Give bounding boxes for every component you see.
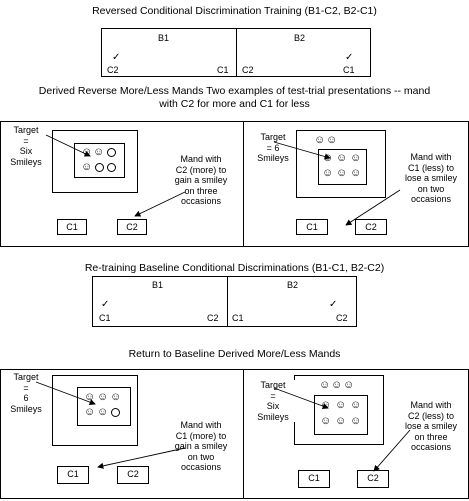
empty-slot-icon	[95, 163, 104, 172]
s4-left-c2-button[interactable]: C2	[117, 466, 149, 484]
s3-right-comparison-right[interactable]: C2	[336, 313, 348, 323]
s4-right-inner-box	[314, 395, 368, 435]
s4-left-target-arrow	[35, 381, 96, 406]
section1-title: Reversed Conditional Discrimination Trai…	[92, 5, 377, 17]
smiley-icon: ☺	[343, 379, 355, 391]
smiley-icon: ☺	[314, 134, 326, 146]
s4-right-c1-button[interactable]: C1	[298, 470, 330, 488]
s2-right-target-label: Target = 6 Smileys	[251, 132, 295, 164]
empty-slot-icon	[107, 163, 116, 172]
s4-left-display	[52, 375, 138, 446]
s2-left-c2-button[interactable]: C2	[117, 219, 147, 235]
s4-left-target-label: Target = 6 Smileys	[2, 372, 50, 414]
s4-right-instruction: Mand with C2 (less) to lose a smiley on …	[404, 400, 458, 452]
smiley-icon: ☺	[336, 152, 348, 164]
smiley-icon: ☺	[350, 152, 362, 164]
s2-left-target-arrow	[45, 134, 91, 157]
s1-right-comparison-right[interactable]: C1	[343, 65, 355, 75]
section2-title-line2: with C2 for more and C1 for less	[159, 98, 310, 110]
s4-right-c2-button[interactable]: C2	[357, 470, 389, 488]
s2-right-display	[296, 130, 386, 198]
smiley-icon: ☺	[336, 167, 348, 179]
smiley-icon: ☺	[81, 161, 93, 173]
s4-right-target-arrow	[273, 387, 329, 410]
smiley-icon: ☺	[320, 415, 332, 427]
s3-discrimination-box	[92, 276, 357, 327]
s2-left-display	[52, 130, 138, 193]
s2-left-target-label: Target = Six Smileys	[1, 125, 51, 167]
s4-left-c1-button[interactable]: C1	[57, 466, 89, 484]
s2-right-inner-box	[318, 149, 367, 185]
smiley-icon: ☺	[331, 379, 343, 391]
smiley-icon: ☺	[97, 406, 109, 418]
s4-right-mand-arrow	[373, 429, 411, 472]
empty-slot-icon	[111, 408, 120, 417]
section4-title: Return to Baseline Derived More/Less Man…	[128, 348, 341, 360]
smiley-icon: ☺	[84, 391, 96, 403]
s1-discrimination-box	[101, 28, 371, 77]
smiley-icon: ☺	[350, 399, 362, 411]
s1-left-comparison-right[interactable]: C1	[217, 65, 229, 75]
smiley-icon: ☺	[335, 415, 347, 427]
s1-right-check-icon: ✓	[345, 52, 354, 63]
s2-right-c1-button[interactable]: C1	[296, 219, 328, 235]
smiley-icon: ☺	[322, 167, 334, 179]
s2-right-instruction: Mand with C1 (less) to lose a smiley on …	[404, 152, 458, 204]
s3-right-comparison-left[interactable]: C1	[232, 313, 244, 323]
s4-left-instruction: Mand with C1 (more) to gain a smiley on …	[174, 420, 228, 472]
s1-right-comparison-left[interactable]: C2	[242, 65, 254, 75]
s4-left-inner-box	[77, 387, 131, 426]
s4-right-target-label: Target = Six Smileys	[251, 380, 295, 422]
s1-left-sample: B1	[158, 33, 170, 43]
s2-left-c1-button[interactable]: C1	[57, 219, 87, 235]
s2-divider	[243, 122, 244, 246]
s2-left-mand-arrow	[134, 191, 186, 217]
smiley-icon: ☺	[350, 167, 362, 179]
s2-right-c2-button[interactable]: C2	[355, 219, 387, 235]
section2-title-line1: Derived Reverse More/Less Mands Two exam…	[38, 85, 431, 97]
s2-left-instruction: Mand with C2 (more) to gain a smiley on …	[174, 154, 228, 206]
smiley-icon: ☺	[335, 399, 347, 411]
smiley-icon: ☺	[110, 391, 122, 403]
s1-left-comparison-left[interactable]: C2	[107, 65, 119, 75]
s3-left-comparison-right[interactable]: C2	[207, 313, 219, 323]
s4-left-mand-arrow	[97, 447, 186, 469]
smiley-icon: ☺	[350, 415, 362, 427]
empty-slot-icon	[107, 148, 116, 157]
s2-left-inner-box	[74, 143, 125, 178]
s2-right-mand-arrow	[345, 189, 401, 226]
s3-left-sample: B1	[152, 280, 164, 290]
s3-left-check-icon: ✓	[101, 299, 110, 310]
s1-right-sample: B2	[294, 33, 306, 43]
section3-title: Re-training Baseline Conditional Discrim…	[84, 262, 385, 274]
smiley-icon: ☺	[319, 379, 331, 391]
s4-divider	[243, 370, 244, 498]
s3-divider	[227, 277, 228, 326]
smiley-icon: ☺	[97, 391, 109, 403]
smiley-icon: ☺	[326, 134, 338, 146]
s1-left-check-icon: ✓	[112, 52, 121, 63]
s2-right-target-arrow	[273, 141, 331, 160]
smiley-icon: ☺	[84, 406, 96, 418]
s3-right-sample: B2	[287, 280, 299, 290]
s1-divider	[236, 29, 237, 76]
smiley-icon: ☺	[93, 146, 105, 158]
s3-left-comparison-left[interactable]: C1	[99, 313, 111, 323]
s3-right-check-icon: ✓	[329, 299, 338, 310]
